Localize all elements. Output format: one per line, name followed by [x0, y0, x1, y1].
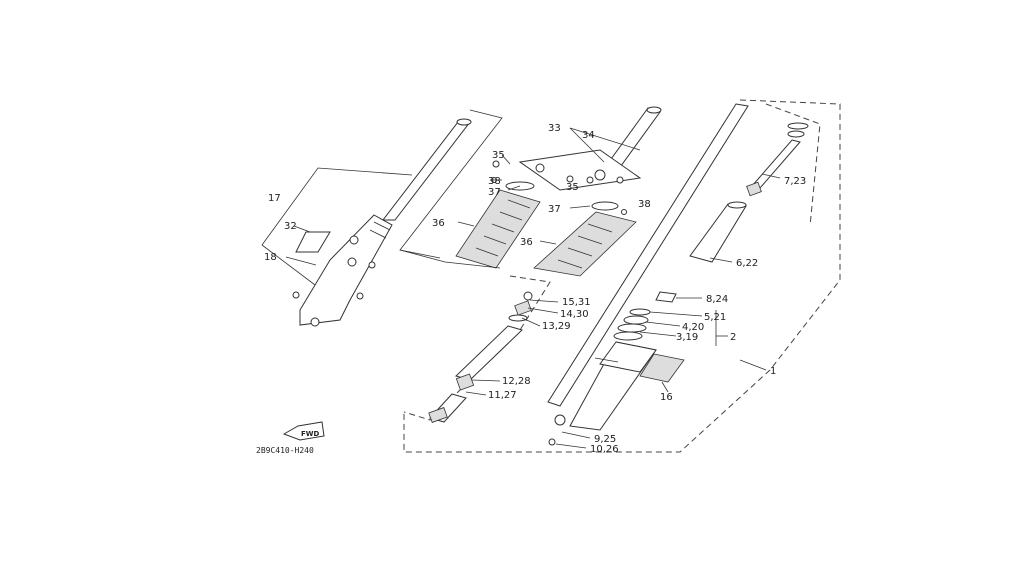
left-fork-assembly	[261, 109, 503, 327]
label-13-29: 13,29	[542, 321, 571, 332]
label-11-27: 11,27	[488, 390, 517, 401]
label-37-left: 37	[488, 187, 501, 198]
diagram-code: 2B9C410-H240	[256, 446, 314, 455]
label-5-21: 5,21	[704, 312, 726, 323]
label-12-28: 12,28	[502, 376, 531, 387]
label-36-right: 36	[520, 237, 533, 248]
label-8-24: 8,24	[706, 294, 728, 305]
label-17: 17	[268, 193, 281, 204]
label-32: 32	[284, 221, 297, 232]
label-1: 1	[770, 366, 776, 377]
label-34: 34	[582, 130, 595, 141]
label-16: 16	[660, 392, 673, 403]
label-7-23: 7,23	[784, 176, 806, 187]
dust-boot-left	[399, 181, 541, 269]
label-10-26: 10,26	[590, 444, 619, 455]
label-38-left: 38	[488, 176, 501, 187]
label-6-22: 6,22	[736, 258, 758, 269]
damper-rod-left	[428, 291, 533, 423]
dust-boot-right	[533, 201, 637, 277]
leader-lines	[457, 154, 781, 449]
label-3-19: 3,19	[676, 332, 698, 343]
label-18: 18	[264, 252, 277, 263]
label-35-top: 35	[492, 150, 505, 161]
right-fork-assembly	[547, 103, 809, 446]
label-9-25: 9,25	[594, 434, 616, 445]
label-38-right: 38	[638, 199, 651, 210]
steering-stem	[491, 106, 662, 215]
part-labels: 17 32 18 33 34 35 35 38 37 36 37 38 36 1…	[256, 123, 806, 455]
dashed-group-right	[403, 99, 841, 453]
label-37-right: 37	[548, 204, 561, 215]
dashed-group-left	[403, 275, 551, 421]
dashed-group-inner	[765, 103, 821, 227]
forward-arrow-icon: FWD	[282, 421, 325, 441]
label-4-20: 4,20	[682, 322, 704, 333]
label-15-31: 15,31	[562, 297, 591, 308]
label-2: 2	[730, 332, 736, 343]
fwd-label: FWD	[301, 430, 320, 438]
label-35-bottom: 35	[566, 182, 579, 193]
label-36-left: 36	[432, 218, 445, 229]
label-33: 33	[548, 123, 561, 134]
label-14-30: 14,30	[560, 309, 589, 320]
